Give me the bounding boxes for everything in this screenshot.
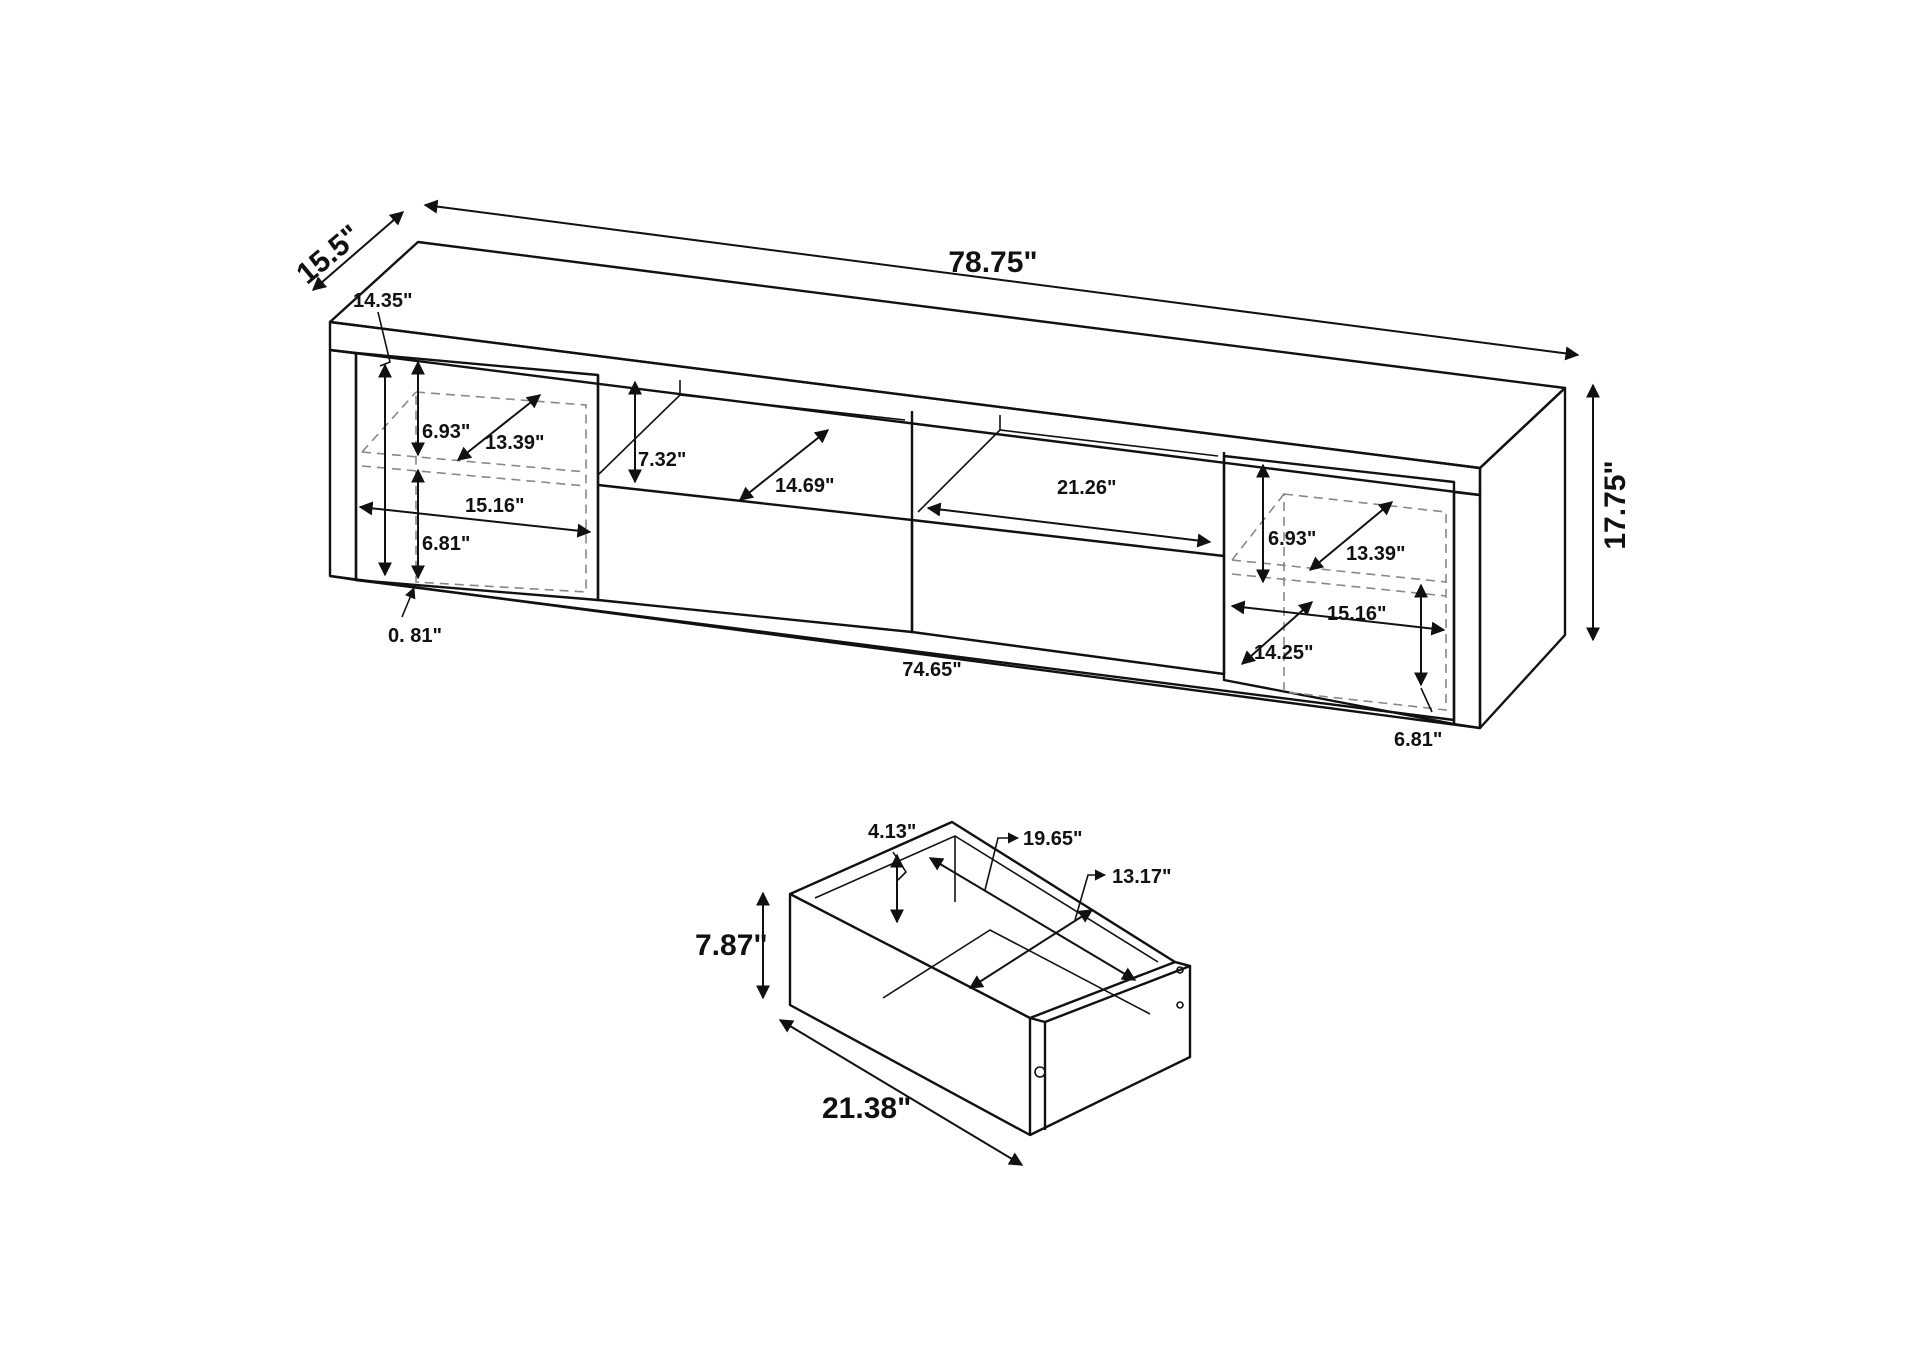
drawer-screw-icon xyxy=(1176,966,1184,974)
right-lower-height-label: 6.81" xyxy=(1394,729,1442,751)
drawer-inner-floor xyxy=(882,929,1151,1015)
left-shelf-depth-label: 13.39" xyxy=(485,432,545,454)
drawer-inner-length-leader xyxy=(984,832,1020,891)
left-lower-height-label: 6.81" xyxy=(422,533,470,555)
console-base-edge xyxy=(329,574,1481,730)
drawer-inner-length-label: 19.65" xyxy=(1023,828,1083,850)
left-shelf-depth-arrow xyxy=(456,394,542,461)
drawer-rim-thickness xyxy=(1029,960,1192,1024)
width-dimension-arrow xyxy=(423,199,1580,361)
drawer-front-width-arrow xyxy=(778,1019,1024,1166)
overall-width-label: 78.75" xyxy=(948,246,1037,279)
left-cabinet-width-label: 15.16" xyxy=(465,495,525,517)
drawer-right-side xyxy=(1029,960,1192,1137)
drawer-opening-depth-arrow xyxy=(738,429,830,501)
right-lower-height-leader xyxy=(1420,687,1433,713)
right-shelf-front xyxy=(1231,559,1447,583)
left-shelf-front xyxy=(361,451,587,473)
right-opening-width-label: 21.26" xyxy=(1057,477,1117,499)
overall-depth-label: 15.5" xyxy=(290,219,367,291)
drawer-inner-width-label: 13.17" xyxy=(1112,866,1172,888)
overall-height-label: 17.75" xyxy=(1599,460,1632,549)
drawer-inner-height-leader xyxy=(892,851,908,881)
right-drawer-front xyxy=(910,518,1226,676)
right-lower-depth-arrow xyxy=(1240,601,1314,665)
left-drawer-front xyxy=(596,483,914,634)
console-left-end-panel xyxy=(328,348,358,582)
depth-dimension-arrow xyxy=(311,211,405,291)
drawer-opening-depth-label: 14.69" xyxy=(775,475,835,497)
drawer-opening-height-label: 7.32" xyxy=(638,449,686,471)
left-shelf-back xyxy=(361,465,587,487)
drawer-inner-length-arrow xyxy=(928,857,1137,981)
drawer-inner-height-label: 4.13" xyxy=(868,821,916,843)
console-right-end-panel xyxy=(1452,490,1482,730)
drawer-handle-hole-icon xyxy=(1034,1066,1046,1078)
right-shelf-back xyxy=(1231,573,1447,597)
drawer-inner-width-leader xyxy=(1074,869,1107,921)
drawer-dimensions: 4.13" 19.65" 13.17" 7.87" 21.38" xyxy=(695,821,1172,1166)
console-top-front-edge xyxy=(328,320,1482,497)
drawer-screw-icon xyxy=(1176,1001,1184,1009)
drawer-front-height-label: 7.87" xyxy=(695,929,768,962)
left-shelf-side xyxy=(361,391,417,453)
right-glass-cabinet xyxy=(1222,454,1456,726)
right-shelf-height-label: 6.93" xyxy=(1268,528,1316,550)
tv-console xyxy=(328,240,1567,730)
drawer-inner-width-arrow xyxy=(968,909,1094,989)
left-glass-cabinet xyxy=(354,351,600,602)
drawer-top-rim xyxy=(789,820,1177,1020)
right-shelf-side xyxy=(1231,493,1285,561)
left-cabinet-width-arrow xyxy=(358,501,592,538)
side-panel-leader xyxy=(401,586,416,618)
right-cabinet-width-label: 15.16" xyxy=(1327,603,1387,625)
drawer-inner-rim xyxy=(814,835,1159,963)
side-panel-label: 0. 81" xyxy=(388,625,442,647)
right-lower-depth-label: 14.25" xyxy=(1254,642,1314,664)
drawer-front-width-label: 21.38" xyxy=(822,1092,911,1125)
top-thickness-label: 14.35" xyxy=(353,290,413,312)
right-opening-width-arrow xyxy=(926,502,1212,548)
right-shelf-depth-arrow xyxy=(1308,501,1394,571)
right-shelf-depth-label: 13.39" xyxy=(1346,543,1406,565)
console-dimensions: 15.5" 78.75" 17.75" 14.35" 6.93" 13.39" … xyxy=(290,199,1632,751)
left-shelf-height-label: 6.93" xyxy=(422,421,470,443)
inner-width-label: 74.65" xyxy=(902,659,962,681)
console-right-side xyxy=(1478,386,1567,730)
